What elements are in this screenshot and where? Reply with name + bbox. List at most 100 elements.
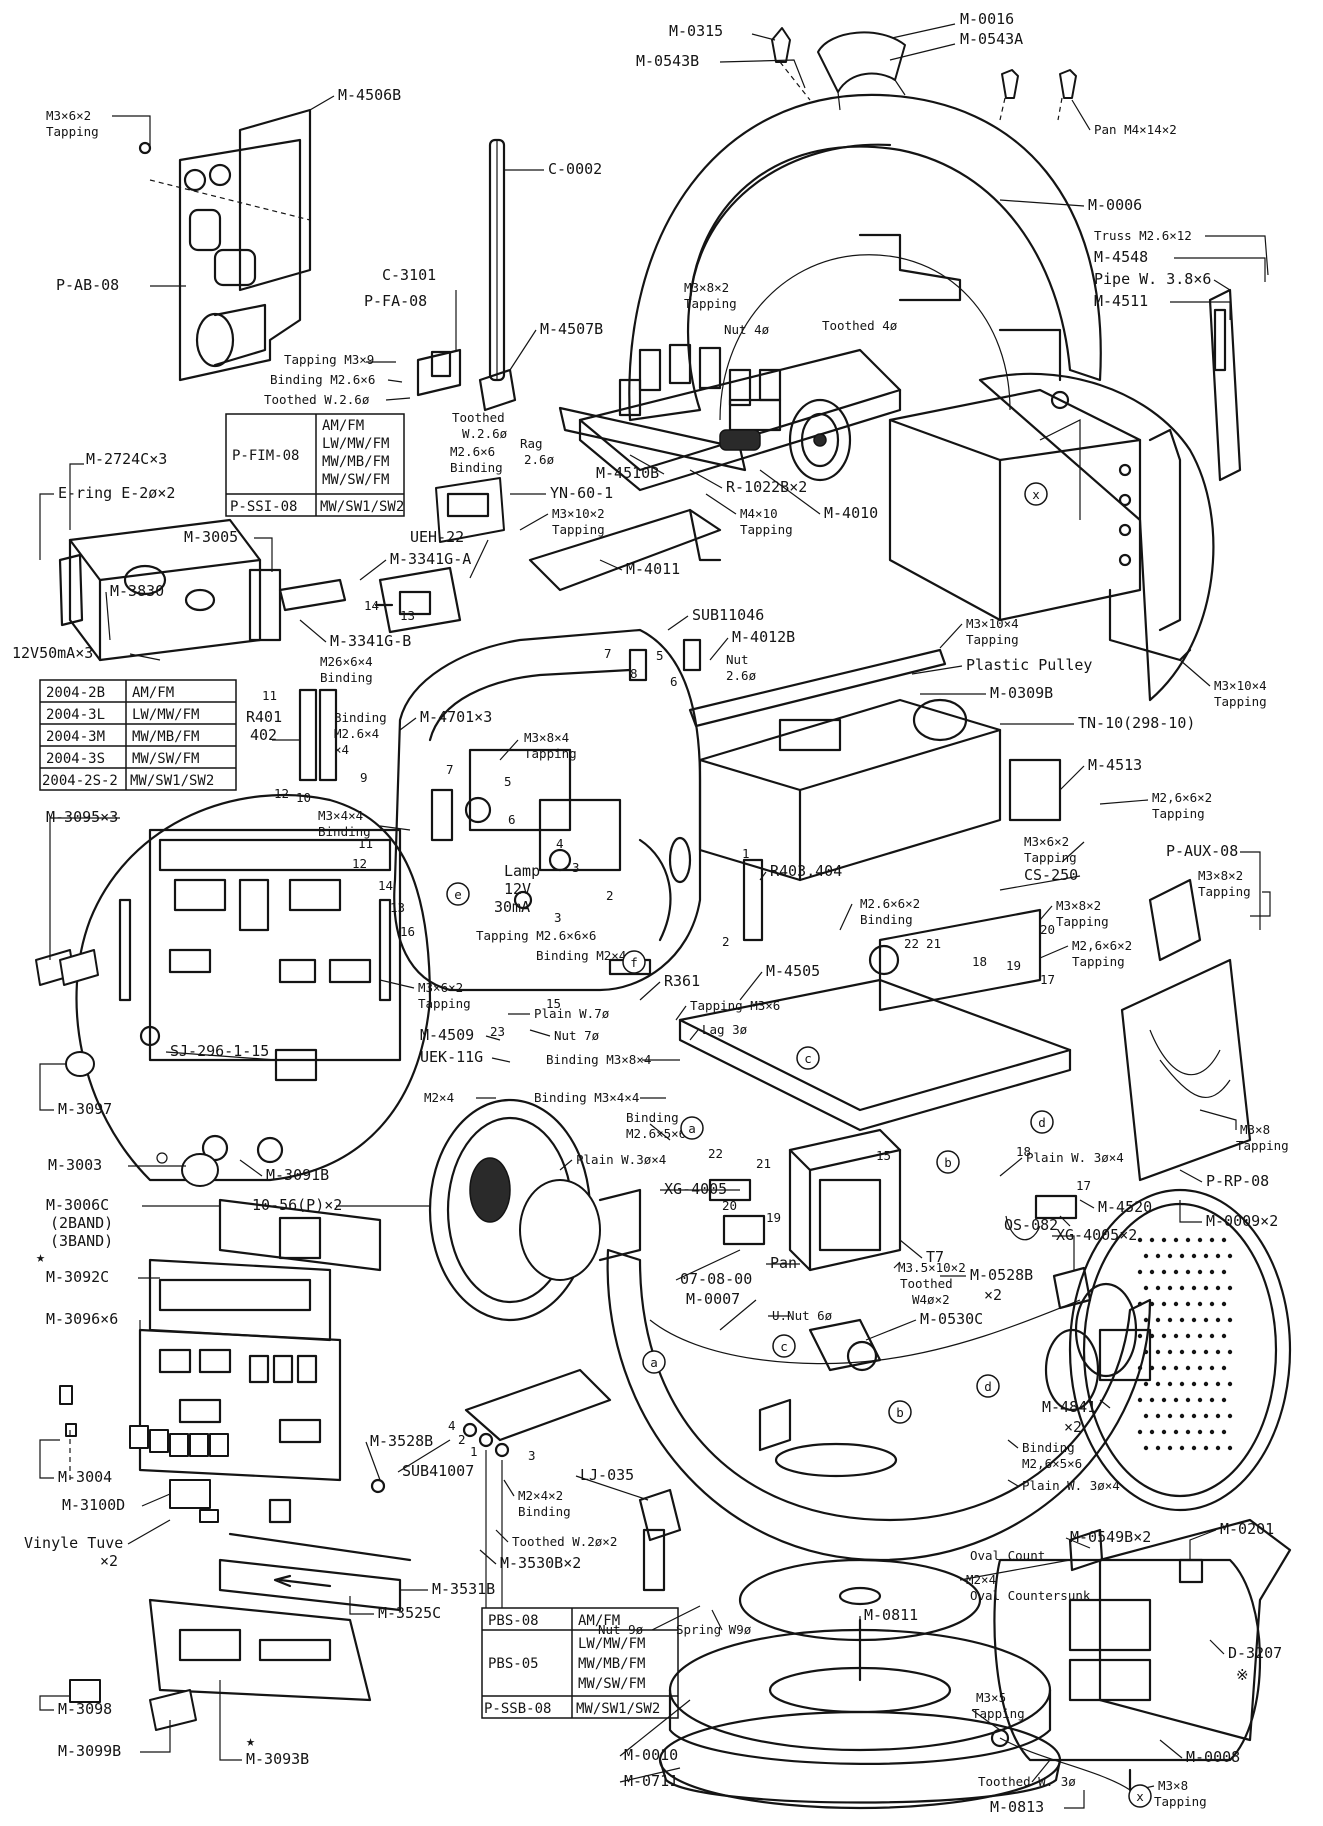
part-label: Tapping: [1152, 806, 1205, 821]
circle-marker-letter: f: [630, 955, 638, 970]
grille-hole: [1185, 1237, 1191, 1243]
table-ssb-band: MW/SW1/SW2: [576, 1701, 660, 1717]
pin-number: 8: [630, 666, 638, 681]
pin-number: 2: [458, 1432, 466, 1447]
part-label: P-RP-08: [1206, 1172, 1269, 1190]
table-pbs08-band: AM/FM: [578, 1613, 620, 1629]
table-pbs05-band-1: LW/MW/FM: [578, 1636, 645, 1652]
part-label: M-0007: [686, 1290, 740, 1308]
grille-hole: [1209, 1301, 1215, 1307]
circle-marker-letter: c: [804, 1051, 812, 1066]
part-label: M-0543A: [960, 30, 1023, 48]
part-label: OS-082: [1004, 1216, 1058, 1234]
part-label: ★: [36, 1248, 45, 1266]
grille-hole: [1149, 1365, 1155, 1371]
part-label: M-4520: [1098, 1198, 1152, 1216]
pin-number: 12: [352, 856, 367, 871]
part-label: W.2.6ø: [462, 426, 508, 441]
grille-hole: [1161, 1333, 1167, 1339]
pin-number: 13: [390, 900, 405, 915]
part-label: Tapping: [966, 632, 1019, 647]
table-2004-model-1: 2004-2B: [46, 685, 105, 701]
circle-marker-letter: b: [944, 1155, 952, 1170]
part-label: M-0009×2: [1206, 1212, 1278, 1230]
part-label: CS-250: [1024, 866, 1078, 884]
circle-marker-letter: e: [454, 887, 462, 902]
part-label: (2BAND): [50, 1214, 113, 1232]
pin-number: 22: [708, 1146, 723, 1161]
grille-hole: [1179, 1413, 1185, 1419]
part-label: M2.6×6×2: [860, 896, 920, 911]
pin-number: 21: [926, 936, 941, 951]
part-label: M-3830: [110, 582, 164, 600]
part-label: 12V: [504, 880, 531, 898]
part-drawings: [35, 27, 1292, 1810]
part-label: M-3096×6: [46, 1310, 118, 1328]
grille-hole: [1197, 1365, 1203, 1371]
part-label: M-4701×3: [420, 708, 492, 726]
pin-number: 7: [446, 762, 454, 777]
grille-hole: [1203, 1413, 1209, 1419]
grille-hole: [1155, 1381, 1161, 1387]
part-label: M-0006: [1088, 196, 1142, 214]
circle-marker: d: [1030, 1110, 1054, 1134]
grille-hole: [1191, 1381, 1197, 1387]
tuning-mechanism-m-3830: [58, 518, 347, 662]
pin-number: 23: [490, 1024, 505, 1039]
part-label: M-4506B: [338, 86, 401, 104]
part-label: M-3531B: [432, 1580, 495, 1598]
pin-number: 7: [604, 646, 612, 661]
grille-hole: [1161, 1365, 1167, 1371]
part-label: Spring W9ø: [676, 1622, 752, 1637]
part-label: ×2: [1064, 1418, 1082, 1436]
grille-hole: [1185, 1397, 1191, 1403]
front-panel: [75, 793, 432, 1182]
grille-hole: [1221, 1269, 1227, 1275]
grille-hole: [1203, 1349, 1209, 1355]
grille-hole: [1215, 1413, 1221, 1419]
pin-number: 18: [1016, 1144, 1031, 1159]
part-label: Binding: [450, 460, 503, 475]
circle-marker-letter: c: [780, 1339, 788, 1354]
part-label: M-0549B×2: [1070, 1528, 1151, 1546]
grille-hole: [1209, 1397, 1215, 1403]
grille-hole: [1215, 1445, 1221, 1451]
circle-marker-letter: x: [1032, 487, 1040, 502]
pin-number: 2: [606, 888, 614, 903]
grille-hole: [1185, 1365, 1191, 1371]
grille-hole: [1203, 1317, 1209, 1323]
grille-hole: [1191, 1253, 1197, 1259]
circle-marker: c: [796, 1046, 820, 1070]
part-label: LJ-035: [580, 1466, 634, 1484]
part-label: YN-60-1: [550, 484, 613, 502]
part-label: Binding: [518, 1504, 571, 1519]
circle-marker: x: [1128, 1784, 1152, 1808]
part-label: M-3005: [184, 528, 238, 546]
circle-marker-letter: b: [896, 1405, 904, 1420]
part-label: M-0811: [864, 1606, 918, 1624]
grille-hole: [1179, 1253, 1185, 1259]
table-p-fim-08: P-FIM-08 AM/FM LW/MW/FM MW/MB/FM MW/SW/F…: [225, 413, 405, 517]
grille-hole: [1173, 1301, 1179, 1307]
part-label: M2×4×2: [518, 1488, 563, 1503]
grille-hole: [1143, 1349, 1149, 1355]
pin-number: 14: [364, 598, 379, 613]
table-fim-band-3: MW/MB/FM: [322, 454, 389, 470]
table-2004-band-4: MW/SW/FM: [132, 751, 199, 767]
grille-hole: [1167, 1253, 1173, 1259]
part-label: Rag: [520, 436, 543, 451]
part-label: P-FA-08: [364, 292, 427, 310]
part-label: M-0315: [669, 22, 723, 40]
bracket-m-4011: [528, 508, 722, 592]
grille-hole: [1173, 1237, 1179, 1243]
part-label: M-4011: [626, 560, 680, 578]
dome-housing-top: [628, 93, 1102, 520]
grille-hole: [1137, 1237, 1143, 1243]
part-label: M2×4: [424, 1090, 454, 1105]
grille-hole: [1185, 1269, 1191, 1275]
rear-lid: [990, 1518, 1292, 1792]
part-label: M-0711: [624, 1772, 678, 1790]
part-label: M2.6×6: [450, 444, 495, 459]
part-label: Binding: [626, 1110, 679, 1125]
part-label: M4×10: [740, 506, 778, 521]
